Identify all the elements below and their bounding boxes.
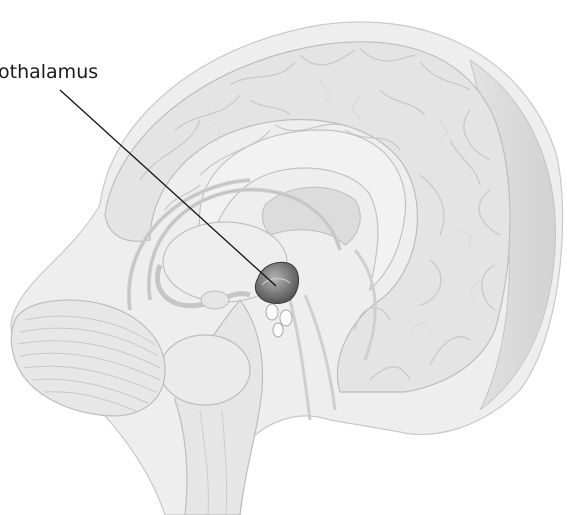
- pons: [160, 335, 250, 405]
- mammillary-body: [201, 291, 229, 309]
- hypothalamus-label: othalamus: [0, 61, 98, 83]
